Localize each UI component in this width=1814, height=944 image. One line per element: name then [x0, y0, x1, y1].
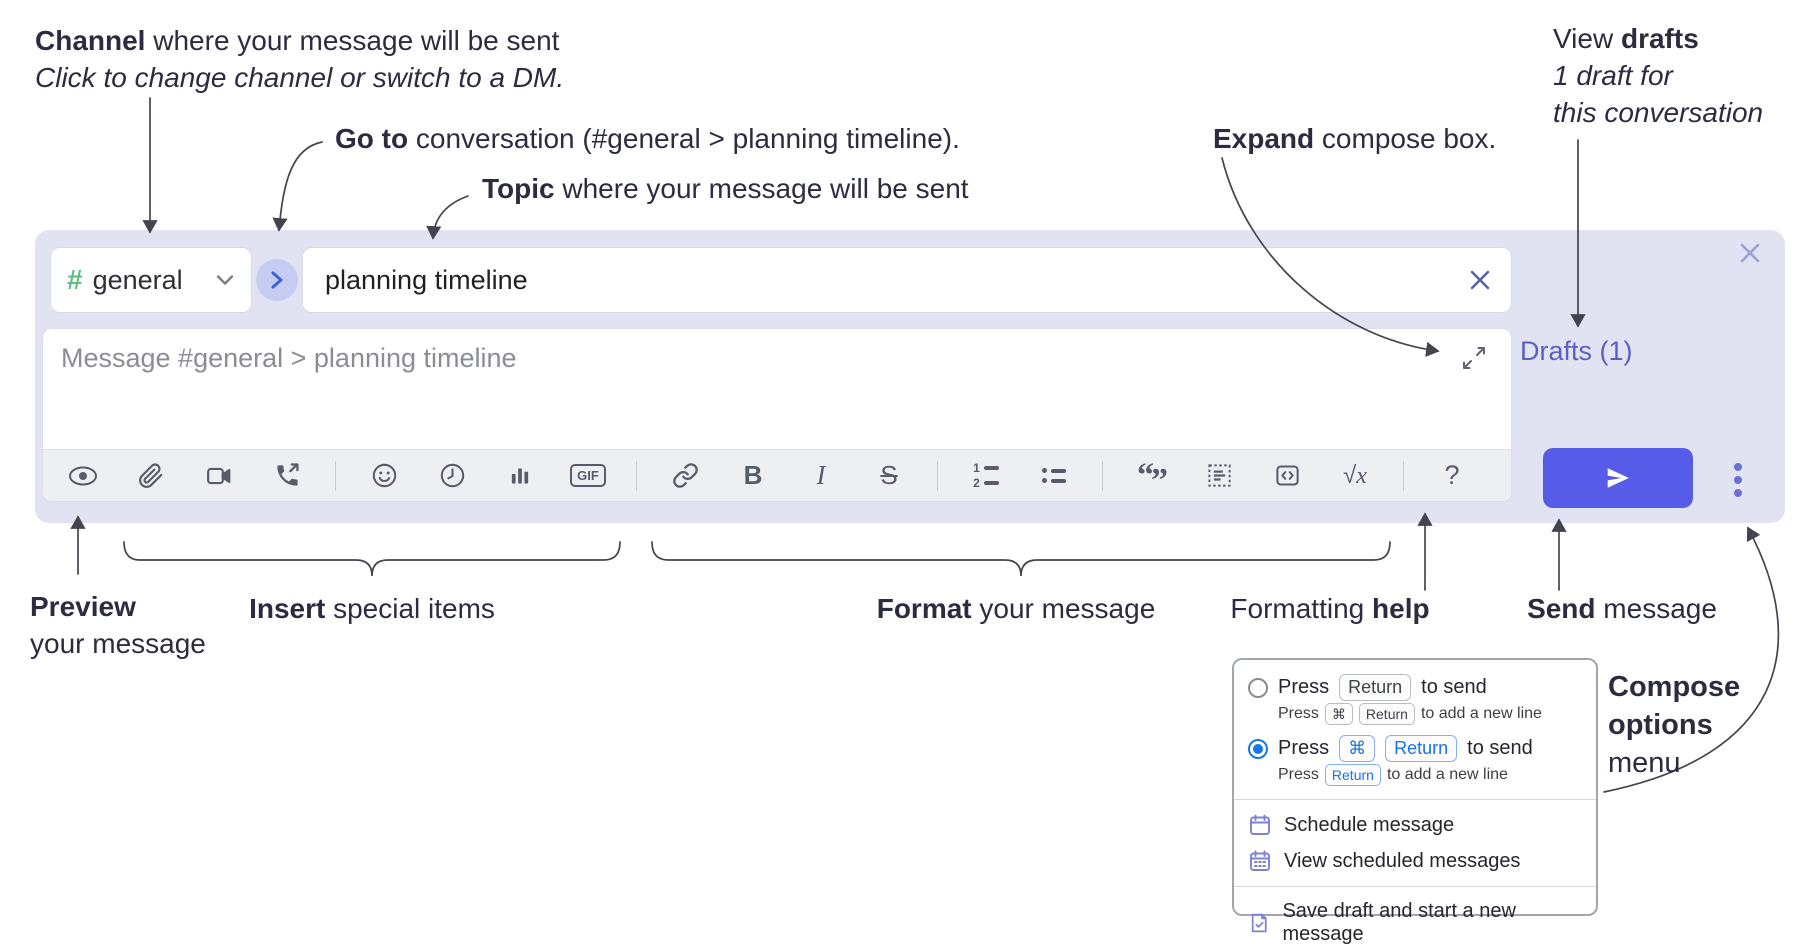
toolbar-divider	[937, 460, 938, 491]
bulleted-list-icon[interactable]	[1034, 456, 1074, 496]
video-icon[interactable]	[199, 456, 239, 496]
emoji-icon[interactable]	[364, 456, 404, 496]
channel-hash-icon: #	[67, 264, 83, 295]
call-icon[interactable]	[267, 456, 307, 496]
annotation-topic: Topic where your message will be sent	[482, 173, 969, 204]
option-return-to-send-subtext: Press ⌘ Return to add a new line	[1234, 703, 1596, 731]
expand-compose-icon[interactable]	[1461, 345, 1487, 376]
annotation-compose-options: Compose options menu	[1608, 671, 1741, 779]
toolbar-divider	[1102, 460, 1103, 491]
brace-format	[651, 541, 1391, 577]
annotation-preview: Preview your message	[30, 591, 206, 659]
calendar-icon	[1250, 814, 1270, 835]
keycap-return: Return	[1385, 735, 1458, 762]
radio-unselected-icon[interactable]	[1248, 677, 1268, 698]
menu-item-view-scheduled[interactable]: View scheduled messages	[1234, 843, 1596, 879]
topic-value: planning timeline	[325, 264, 528, 295]
poll-chart-icon[interactable]	[500, 456, 540, 496]
menu-divider	[1234, 886, 1596, 887]
annotation-channel: Channel where your message will be sent …	[35, 25, 565, 93]
annotation-view-drafts: View drafts 1 draft for this conversatio…	[1553, 23, 1764, 128]
send-button[interactable]	[1543, 448, 1693, 508]
calendar-grid-icon	[1250, 850, 1270, 871]
annotation-send: Send message	[1527, 593, 1717, 624]
toolbar-divider	[335, 460, 336, 491]
menu-divider	[1234, 799, 1596, 800]
formatting-help-icon[interactable]: ?	[1444, 460, 1460, 490]
strikethrough-icon[interactable]: S	[880, 460, 898, 490]
goto-conversation-button[interactable]	[256, 259, 298, 301]
topic-input[interactable]: planning timeline	[302, 247, 1512, 313]
channel-selector[interactable]: # general	[50, 247, 252, 313]
drafts-link[interactable]: Drafts (1)	[1520, 336, 1633, 366]
toolbar-divider	[1403, 460, 1404, 491]
close-compose-icon[interactable]	[1737, 240, 1763, 271]
send-icon	[1607, 468, 1629, 488]
italic-icon[interactable]: I	[816, 460, 826, 490]
chevron-right-icon	[271, 271, 283, 289]
menu-item-save-draft[interactable]: Save draft and start a new message	[1234, 894, 1596, 944]
chevron-down-icon	[216, 275, 234, 285]
keycap-return: Return	[1324, 764, 1381, 786]
quote-icon[interactable]: “”	[1137, 456, 1168, 499]
toolbar-divider	[636, 460, 637, 491]
annotation-format: Format your message	[876, 593, 1156, 624]
option-return-to-send[interactable]: Press Return to send	[1234, 670, 1596, 703]
numbered-list-icon[interactable]: 1 2	[966, 456, 1006, 496]
compose-toolbar: GIF B I S 1 2	[43, 449, 1511, 501]
message-placeholder: Message #general > planning timeline	[61, 343, 517, 373]
draft-check-icon	[1251, 913, 1267, 933]
keycap-cmd: ⌘	[1324, 703, 1353, 725]
option-cmd-return-to-send[interactable]: Press ⌘ Return to send	[1234, 731, 1596, 764]
channel-name: general	[92, 264, 183, 295]
compose-options-icon[interactable]	[1718, 460, 1758, 500]
message-input[interactable]: Message #general > planning timeline	[42, 328, 1512, 502]
radio-selected-icon[interactable]	[1248, 738, 1268, 759]
code-block-icon[interactable]	[1199, 456, 1239, 496]
keycap-cmd: ⌘	[1339, 735, 1376, 762]
schedule-clock-icon[interactable]	[432, 456, 472, 496]
compose-options-menu: Press Return to send Press ⌘ Return to a…	[1232, 658, 1598, 944]
link-icon[interactable]	[665, 456, 705, 496]
arrow-goto	[272, 141, 323, 232]
gif-icon[interactable]: GIF	[568, 456, 608, 496]
brace-insert	[123, 541, 621, 577]
annotation-insert: Insert special items	[249, 593, 495, 624]
keycap-return: Return	[1339, 674, 1412, 701]
bold-icon[interactable]: B	[743, 460, 763, 490]
keycap-return: Return	[1358, 703, 1415, 725]
annotation-expand: Expand compose box.	[1213, 123, 1497, 154]
formula-icon[interactable]: √x	[1343, 461, 1367, 489]
compose-box: # general planning timeline Message #gen…	[35, 230, 1785, 523]
code-snippet-icon[interactable]	[1267, 456, 1307, 496]
annotation-goto: Go to conversation (#general > planning …	[335, 123, 960, 154]
annotation-formatting-help: Formatting help	[1230, 593, 1430, 624]
menu-item-schedule-message[interactable]: Schedule message	[1234, 807, 1596, 843]
attach-file-icon[interactable]	[131, 456, 171, 496]
clear-topic-icon[interactable]	[1467, 267, 1493, 293]
option-cmd-return-subtext: Press Return to add a new line	[1234, 764, 1596, 792]
preview-icon[interactable]	[63, 456, 103, 496]
